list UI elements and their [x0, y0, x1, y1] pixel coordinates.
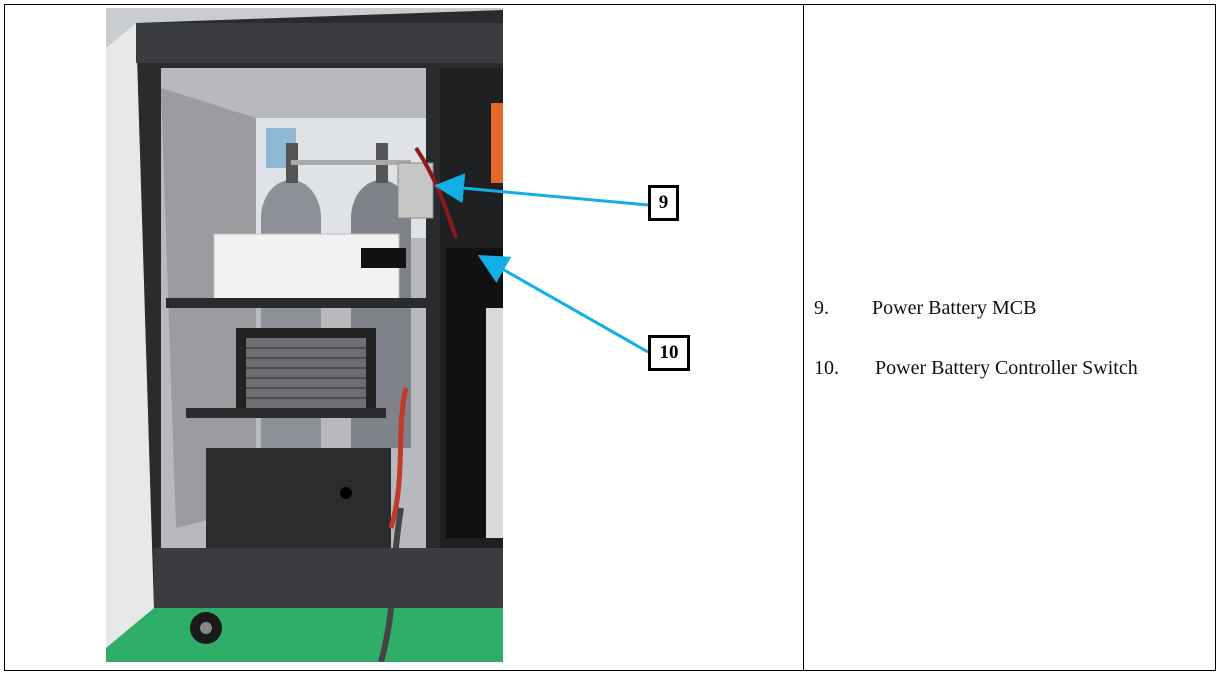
callout-9: 9 [648, 185, 679, 221]
legend-label: Power Battery MCB [872, 297, 1037, 319]
callout-10: 10 [648, 335, 690, 371]
column-divider [803, 5, 804, 670]
legend-item-10: 10. Power Battery Controller Switch [814, 357, 1138, 380]
legend-number: 10. [814, 357, 839, 379]
legend-number: 9. [814, 297, 829, 319]
legend-label: Power Battery Controller Switch [875, 357, 1138, 379]
legend-item-9: 9. Power Battery MCB [814, 297, 1036, 320]
document-table [4, 4, 1216, 671]
cabinet-photo [106, 8, 503, 662]
